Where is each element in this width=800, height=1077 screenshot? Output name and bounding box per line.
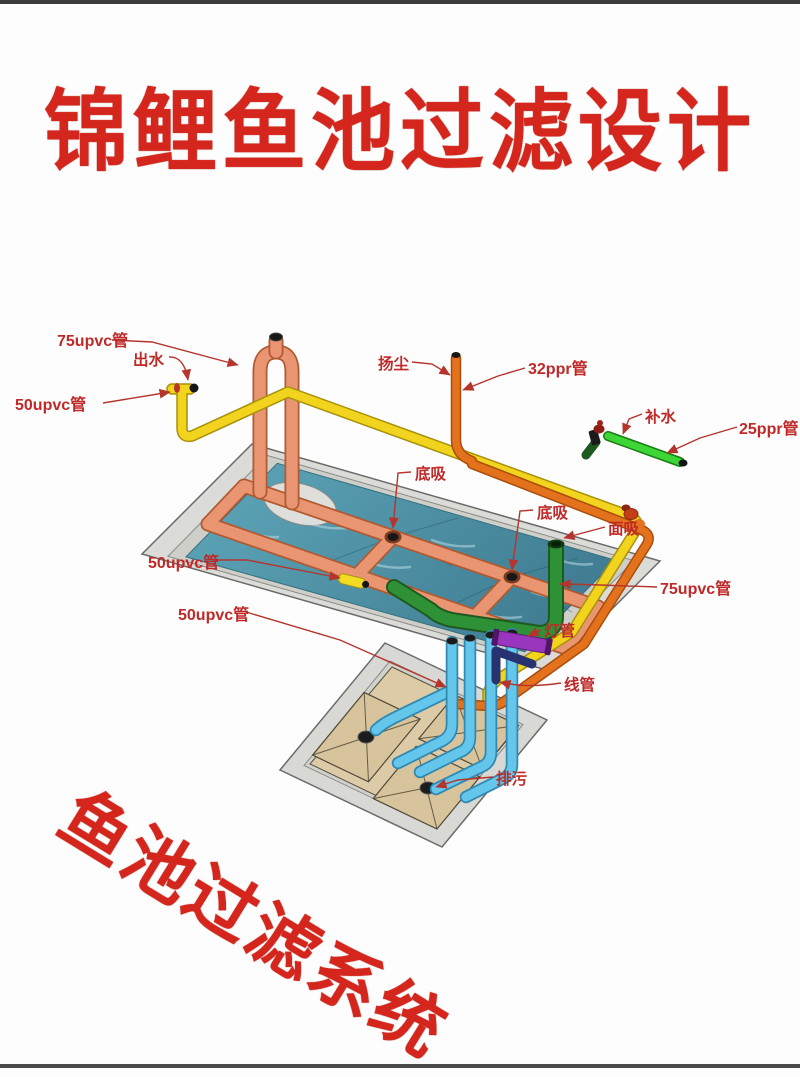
skimmer-corner-fittings xyxy=(621,504,645,529)
top-border-bar xyxy=(0,0,800,4)
label-group-pipe50-lower: 50upvc管 xyxy=(178,605,447,688)
refill-valve xyxy=(588,420,605,446)
label-group-bottom-drain-1: 底吸 xyxy=(389,464,447,529)
uv-lamp xyxy=(491,628,553,656)
label-pipe50-jet: 50upvc管 xyxy=(148,553,219,572)
label-bottom-drain-2: 底吸 xyxy=(537,503,569,522)
label-group-pipe50-topleft: 50upvc管 xyxy=(15,388,171,414)
riser-cap xyxy=(269,332,283,342)
refill-pipe-cap xyxy=(678,459,688,467)
label-group-conduit: 线管 xyxy=(499,675,595,694)
filter-drain-fitting-a xyxy=(357,730,375,744)
label-pipe50-lower: 50upvc管 xyxy=(178,605,249,624)
label-pipe75-topleft: 75upvc管 xyxy=(57,331,128,350)
label-group-pipe75-right: 75upvc管 xyxy=(559,579,731,598)
label-skimmer: 面吸 xyxy=(608,520,640,538)
cyan-pipes-50upvc xyxy=(369,627,519,804)
salmon-riser-pipes xyxy=(252,332,300,511)
bottom-border-bar xyxy=(0,1064,800,1068)
label-pipe75-right: 75upvc管 xyxy=(660,579,731,598)
label-conduit: 线管 xyxy=(564,675,595,694)
bottom-drain-fitting-1 xyxy=(384,530,402,544)
yellow-jet-fitting xyxy=(337,573,370,589)
label-pipe32: 32ppr管 xyxy=(528,359,588,378)
poster-title: 锦鲤鱼池过滤设计 xyxy=(43,82,756,182)
green-pipe-75upvc xyxy=(386,539,565,641)
vent-cap xyxy=(451,352,461,358)
conduit-navy-pipe xyxy=(491,646,537,685)
green-pipe-25ppr xyxy=(581,420,688,467)
label-pipe50-topleft: 50upvc管 xyxy=(15,395,86,414)
label-group-refill: 补水 xyxy=(622,407,677,435)
label-group-pipe32: 32ppr管 xyxy=(462,359,588,391)
outlet-red-ring xyxy=(174,383,180,393)
label-group-waste: 排污 xyxy=(435,769,528,789)
label-vent: 扬尘 xyxy=(378,354,410,373)
label-group-outlet: 出水 xyxy=(133,350,192,381)
bottom-drain-fitting-2 xyxy=(503,570,521,584)
label-group-skimmer: 面吸 xyxy=(563,520,640,541)
label-bottom-drain-1: 底吸 xyxy=(415,464,447,483)
label-outlet: 出水 xyxy=(133,350,165,369)
label-group-vent: 扬尘 xyxy=(378,354,451,376)
label-waste: 排污 xyxy=(496,769,528,788)
label-group-pipe25: 25ppr管 xyxy=(666,419,799,454)
label-group-pipe50-jet: 50upvc管 xyxy=(148,553,341,581)
labels: 75upvc管 出水 50upvc管 扬尘 32ppr管 补水 25ppr管 xyxy=(15,331,799,789)
label-group-bottom-drain-2: 底吸 xyxy=(508,503,569,571)
label-refill: 补水 xyxy=(644,407,677,426)
label-uv-lamp: 灯管 xyxy=(544,621,575,640)
label-pipe25: 25ppr管 xyxy=(739,419,799,438)
label-group-pipe75-topleft: 75upvc管 xyxy=(57,331,239,368)
label-group-uv-lamp: 灯管 xyxy=(527,621,575,640)
outlet-cap xyxy=(189,383,199,393)
